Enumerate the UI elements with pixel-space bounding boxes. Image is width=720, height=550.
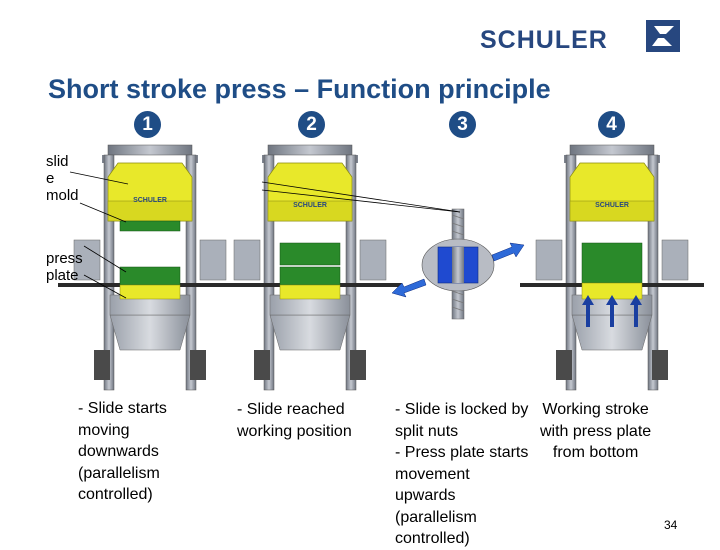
caption-step-3: - Slide is locked by split nuts - Press …: [395, 401, 529, 547]
caption-step-2: - Slide reached working position: [237, 401, 352, 440]
label-press-plate: press plate: [46, 250, 83, 284]
press-nameplate: SCHULER: [293, 202, 327, 209]
step-2-badge: 2: [298, 111, 325, 138]
step-1-badge: 1: [134, 111, 161, 138]
label-slide-mold: slid e mold: [46, 153, 79, 204]
page-number: 34: [664, 518, 678, 532]
caption-step-1: - Slide starts moving downwards (paralle…: [78, 400, 167, 503]
split-nut-detail: [391, 208, 525, 320]
step-3-badge: 3: [449, 111, 476, 138]
step-4-badge: 4: [598, 111, 625, 138]
press-nameplate: SCHULER: [595, 202, 629, 209]
caption-step-4: Working stroke with press plate from bot…: [540, 401, 652, 461]
press-nameplate: SCHULER: [133, 197, 167, 204]
brand-logo-text: SCHULER: [480, 26, 608, 54]
schuler-logo-icon: [646, 20, 680, 52]
page-title: Short stroke press – Function principle: [48, 74, 551, 104]
